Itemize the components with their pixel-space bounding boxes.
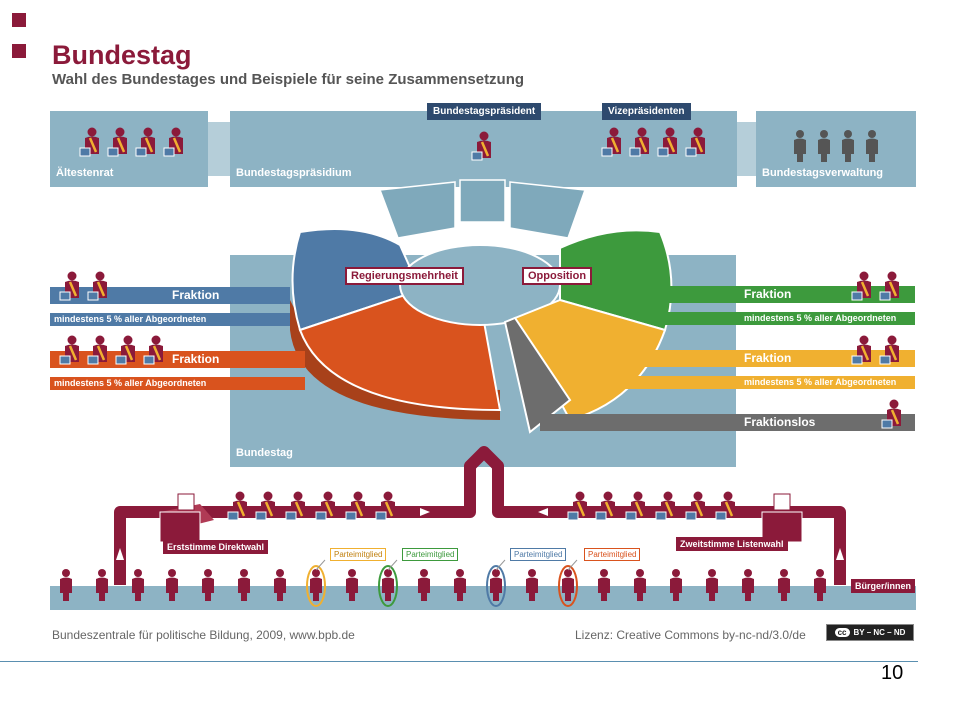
fraktion-green-sub: mindestens 5 % aller Abgeordneten (744, 313, 897, 323)
election-connector (114, 446, 846, 585)
fraktion-blue-label: Fraktion (172, 288, 220, 302)
bullet-square-icon (12, 13, 26, 27)
fraktionslos-label: Fraktionslos (744, 415, 816, 429)
verwaltung-panel (756, 111, 916, 187)
fraktion-orange-sub: mindestens 5 % aller Abgeordneten (54, 378, 207, 388)
parteimitglied-tag-green: Parteimitglied (402, 548, 459, 561)
page-subtitle: Wahl des Bundestages und Beispiele für s… (52, 71, 525, 88)
fraktion-blue-sub: mindestens 5 % aller Abgeordneten (54, 314, 207, 324)
cc-badge-text: BY – NC – ND (853, 628, 906, 637)
verwaltung-label: Bundestagsverwaltung (762, 167, 884, 179)
praesidium-bench (378, 179, 587, 239)
praesidium-label: Bundestagspräsidium (236, 167, 352, 179)
citizens-strip (50, 586, 916, 610)
fraktionslos-member (880, 398, 903, 430)
bundestag-label: Bundestag (236, 447, 293, 459)
page-number: 10 (881, 662, 904, 684)
vizepraesidenten-tag: Vizepräsidenten (602, 103, 691, 120)
cc-icon: cc (834, 628, 850, 637)
license-text: Lizenz: Creative Commons by-nc-nd/3.0/de (575, 628, 806, 642)
aeltestenrat-label: Ältestenrat (56, 167, 114, 179)
seat-block-grey (503, 316, 572, 434)
cc-license-badge: cc BY – NC – ND (826, 624, 914, 641)
source-credit: Bundeszentrale für politische Bildung, 2… (52, 628, 355, 642)
ballot-box-zweitstimme (761, 493, 803, 543)
fraktion-yellow-label: Fraktion (744, 351, 792, 365)
opposition-label: Opposition (522, 267, 593, 285)
parteimitglied-tag-blue: Parteimitglied (510, 548, 567, 561)
erststimme-label: Erststimme Direktwahl (163, 540, 269, 554)
buerger-label: Bürger/innen (851, 579, 916, 593)
fraktion-green-label: Fraktion (744, 287, 792, 301)
page-title: Bundestag (52, 40, 192, 70)
ballot-box-erststimme (159, 493, 214, 543)
regierungsmehrheit-label: Regierungsmehrheit (345, 267, 464, 285)
fraktion-orange-label: Fraktion (172, 352, 220, 366)
praesident-tag: Bundestagspräsident (427, 103, 542, 120)
parteimitglied-tag-yellow: Parteimitglied (330, 548, 387, 561)
zweitstimme-label: Zweitstimme Listenwahl (676, 537, 788, 551)
fraktion-yellow-sub: mindestens 5 % aller Abgeordneten (744, 377, 897, 387)
parteimitglied-tag-orange: Parteimitglied (584, 548, 641, 561)
bullet-square-icon (12, 44, 26, 58)
footer-divider (0, 661, 918, 662)
